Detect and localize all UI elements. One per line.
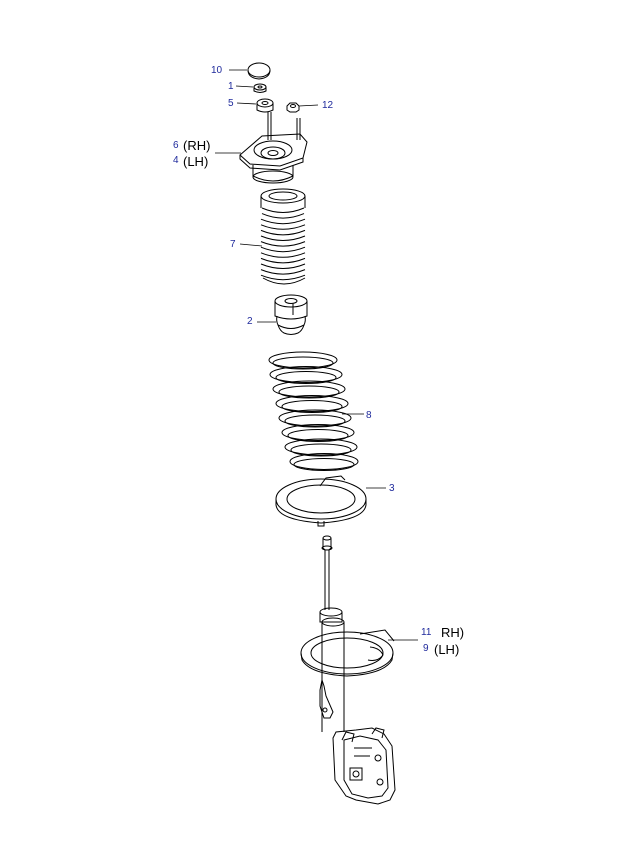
callout-1: 1 bbox=[228, 81, 234, 92]
leader-5 bbox=[236, 102, 257, 105]
bellows-ring bbox=[260, 241, 306, 247]
bellows-ring bbox=[260, 252, 306, 258]
bellows-ring bbox=[260, 263, 306, 269]
spring-coil bbox=[275, 395, 349, 412]
bellows-ring bbox=[260, 235, 306, 241]
callout-4-side: (LH) bbox=[183, 154, 208, 169]
bump-stopper-part bbox=[274, 294, 308, 335]
spring-coil-inner bbox=[281, 400, 343, 413]
dust-cap-part bbox=[247, 62, 271, 80]
spring-coil bbox=[278, 409, 352, 427]
bellows-ring bbox=[260, 229, 306, 236]
strut-assembly-part bbox=[300, 535, 396, 805]
coil-spring-part bbox=[268, 351, 359, 471]
spring-coil bbox=[272, 380, 346, 398]
leader-12 bbox=[298, 104, 319, 107]
callout-7: 7 bbox=[230, 239, 236, 250]
spring-coil-inner bbox=[284, 414, 346, 428]
spring-coil-inner bbox=[272, 356, 334, 370]
bellows-ring bbox=[260, 274, 306, 281]
callout-2: 2 bbox=[247, 316, 253, 327]
spring-coil-inner bbox=[278, 385, 340, 399]
bellows-ring bbox=[260, 269, 306, 275]
spring-pad-part bbox=[275, 475, 367, 527]
bellows-ring bbox=[260, 218, 306, 225]
bellows-ring bbox=[260, 246, 306, 253]
spring-coil-inner bbox=[290, 443, 352, 457]
dust-boot-part bbox=[260, 188, 306, 285]
spring-coil bbox=[289, 453, 359, 470]
spring-coil bbox=[284, 438, 358, 456]
callout-6-side: (RH) bbox=[183, 138, 210, 153]
callout-4: 4 bbox=[173, 155, 179, 166]
callout-9: 9 bbox=[423, 643, 429, 654]
washer-part bbox=[256, 98, 274, 113]
callout-12: 12 bbox=[322, 100, 334, 111]
spring-coil bbox=[281, 424, 355, 441]
leader-1 bbox=[235, 85, 254, 88]
nut-part bbox=[253, 83, 267, 93]
bellows-ring bbox=[261, 207, 305, 213]
spring-coil bbox=[268, 351, 338, 369]
callout-8: 8 bbox=[366, 410, 372, 421]
flange-nut-part bbox=[286, 102, 300, 113]
callout-10: 10 bbox=[211, 65, 223, 76]
strut-mount-part bbox=[239, 112, 308, 184]
spring-coil-inner bbox=[287, 429, 349, 442]
bellows-ring bbox=[261, 213, 305, 219]
bellows-ring bbox=[260, 257, 306, 264]
callout-5: 5 bbox=[228, 98, 234, 109]
callout-9-side: (LH) bbox=[434, 642, 459, 657]
callout-11-side: RH) bbox=[441, 625, 464, 640]
spring-coil-inner bbox=[293, 458, 355, 471]
spring-coil-inner bbox=[275, 371, 337, 384]
callout-3: 3 bbox=[389, 483, 395, 494]
callout-11: 11 bbox=[421, 627, 432, 638]
leader-7 bbox=[239, 243, 263, 247]
bellows-ring bbox=[260, 224, 306, 230]
callout-6: 6 bbox=[173, 140, 179, 151]
spring-coil bbox=[269, 366, 343, 383]
